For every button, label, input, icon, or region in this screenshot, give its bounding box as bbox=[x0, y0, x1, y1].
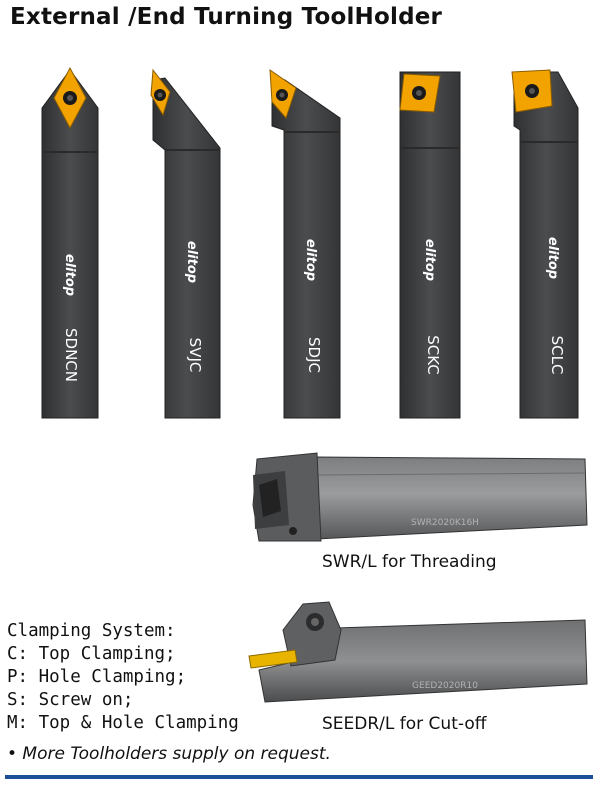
holder-sdjc: elitop SDJC bbox=[269, 69, 341, 419]
threading-caption: SWR/L for Threading bbox=[322, 552, 497, 572]
holder-svjc: elitop SVJC bbox=[150, 68, 221, 419]
clamping-item: C: Top Clamping; bbox=[7, 644, 176, 664]
holder-code: SDNCN bbox=[62, 328, 80, 382]
holder-sdncn: elitop SDNCN bbox=[41, 66, 99, 419]
cutoff-caption: SEEDR/L for Cut-off bbox=[322, 714, 487, 734]
page-title: External /End Turning ToolHolder bbox=[10, 4, 443, 30]
clamping-item: S: Screw on; bbox=[7, 690, 134, 710]
brand-logo: elitop bbox=[184, 241, 199, 283]
turning-toolholders: elitop SDNCN elitop SVJC elitop SDJC bbox=[41, 66, 579, 419]
threading-holder-image: SWR2020K16H bbox=[252, 452, 588, 542]
clamping-item: M: Top & Hole Clamping bbox=[7, 713, 239, 733]
brand-logo: elitop bbox=[422, 239, 437, 281]
threading-insert-icon bbox=[259, 479, 281, 517]
brand-logo: elitop bbox=[303, 239, 318, 281]
supply-note: • More Toolholders supply on request. bbox=[7, 744, 331, 764]
cutoff-insert-icon bbox=[248, 649, 298, 669]
clamping-system: Clamping System: C: Top Clamping; P: Hol… bbox=[7, 620, 239, 735]
holder-sclc: elitop SCLC bbox=[511, 69, 579, 419]
holder-code: SCLC bbox=[548, 336, 566, 375]
threading-engraving: SWR2020K16H bbox=[411, 518, 479, 528]
clamping-heading: Clamping System: bbox=[7, 621, 176, 641]
clamping-item: P: Hole Clamping; bbox=[7, 667, 187, 687]
holder-code: SDJC bbox=[305, 337, 323, 373]
holder-code: SVJC bbox=[186, 338, 204, 373]
cutoff-engraving: GEED2020R10 bbox=[412, 681, 478, 691]
brand-logo: elitop bbox=[62, 254, 77, 296]
holder-code: SCKC bbox=[424, 335, 442, 375]
holder-sckc: elitop SCKC bbox=[399, 71, 461, 419]
bottom-rule bbox=[5, 775, 593, 779]
brand-logo: elitop bbox=[545, 237, 560, 279]
cutoff-holder-image: GEED2020R10 bbox=[248, 601, 588, 703]
